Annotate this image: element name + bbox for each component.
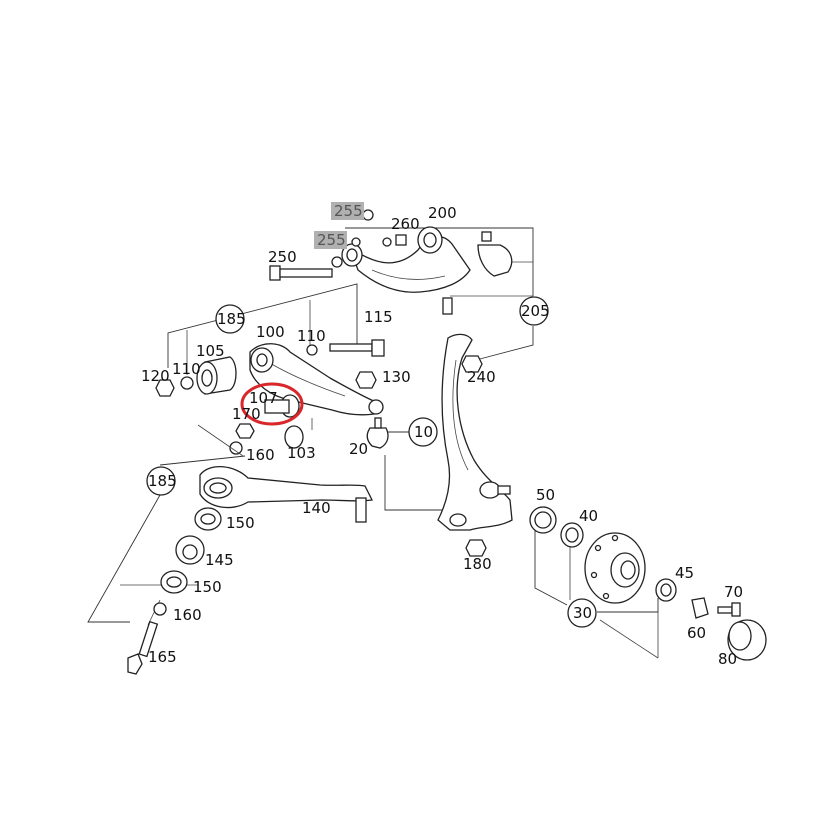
label-250: 250 xyxy=(268,248,297,266)
screw-70 xyxy=(717,606,733,614)
hub-group xyxy=(529,506,767,661)
label-105: 105 xyxy=(196,342,225,360)
upper-control-arm xyxy=(348,236,471,293)
label-10: 10 xyxy=(414,423,433,441)
label-30: 30 xyxy=(573,604,592,622)
bolt-115 xyxy=(329,343,373,352)
label-185-top: 185 xyxy=(217,310,246,328)
label-120: 120 xyxy=(141,367,170,385)
bolt-165 xyxy=(138,620,159,658)
callout-labels: 255 255 260 200 250 205 185 115 100 110 … xyxy=(141,202,743,668)
label-150-bottom: 150 xyxy=(193,578,222,596)
label-107: 107 xyxy=(249,389,278,407)
label-140: 140 xyxy=(302,499,331,517)
label-130: 130 xyxy=(382,368,411,386)
washer-110 xyxy=(180,376,194,390)
label-50: 50 xyxy=(536,486,555,504)
label-115: 115 xyxy=(364,308,393,326)
label-200: 200 xyxy=(428,204,457,222)
lower-arm-group xyxy=(155,283,385,455)
label-80: 80 xyxy=(718,650,737,668)
washer-160 xyxy=(229,441,243,455)
label-110-right: 110 xyxy=(297,327,326,345)
label-103: 103 xyxy=(287,444,316,462)
highlight-box-255-bottom xyxy=(314,231,347,249)
washer-255-top xyxy=(362,209,374,221)
clamp-nut-60 xyxy=(691,597,709,619)
label-255-top: 255 xyxy=(334,202,363,220)
label-160-upper: 160 xyxy=(246,446,275,464)
nut-120 xyxy=(155,379,175,397)
nut-170 xyxy=(235,423,255,439)
label-60: 60 xyxy=(687,624,706,642)
label-240: 240 xyxy=(467,368,496,386)
label-110-left: 110 xyxy=(172,360,201,378)
label-160-lower: 160 xyxy=(173,606,202,624)
ball-joint-20 xyxy=(366,427,389,449)
strut-rod-140 xyxy=(199,466,373,509)
bolt-250 xyxy=(269,265,281,281)
nut-130 xyxy=(355,371,377,389)
highlight-ring-107 xyxy=(240,382,304,426)
label-180: 180 xyxy=(463,555,492,573)
steering-knuckle-10 xyxy=(437,333,513,531)
label-255-bottom: 255 xyxy=(317,231,346,249)
label-20: 20 xyxy=(349,440,368,458)
nut-180 xyxy=(465,539,487,557)
washer-260 xyxy=(395,234,407,246)
label-205: 205 xyxy=(521,302,550,320)
label-100: 100 xyxy=(256,323,285,341)
upper-arm-group xyxy=(269,209,534,373)
label-260: 260 xyxy=(391,215,420,233)
circled-callouts xyxy=(146,296,597,628)
label-165: 165 xyxy=(148,648,177,666)
label-70: 70 xyxy=(724,583,743,601)
label-40: 40 xyxy=(579,507,598,525)
label-145: 145 xyxy=(205,551,234,569)
label-170: 170 xyxy=(232,405,261,423)
knuckle-group xyxy=(366,333,513,557)
label-150-top: 150 xyxy=(226,514,255,532)
highlight-box-255-top xyxy=(331,202,364,220)
bushing-103 xyxy=(284,425,304,449)
label-45: 45 xyxy=(675,564,694,582)
nut-240 xyxy=(461,355,483,373)
label-185-left: 185 xyxy=(148,472,177,490)
washer-160-lower xyxy=(153,602,167,616)
strut-rod-group xyxy=(87,424,373,675)
